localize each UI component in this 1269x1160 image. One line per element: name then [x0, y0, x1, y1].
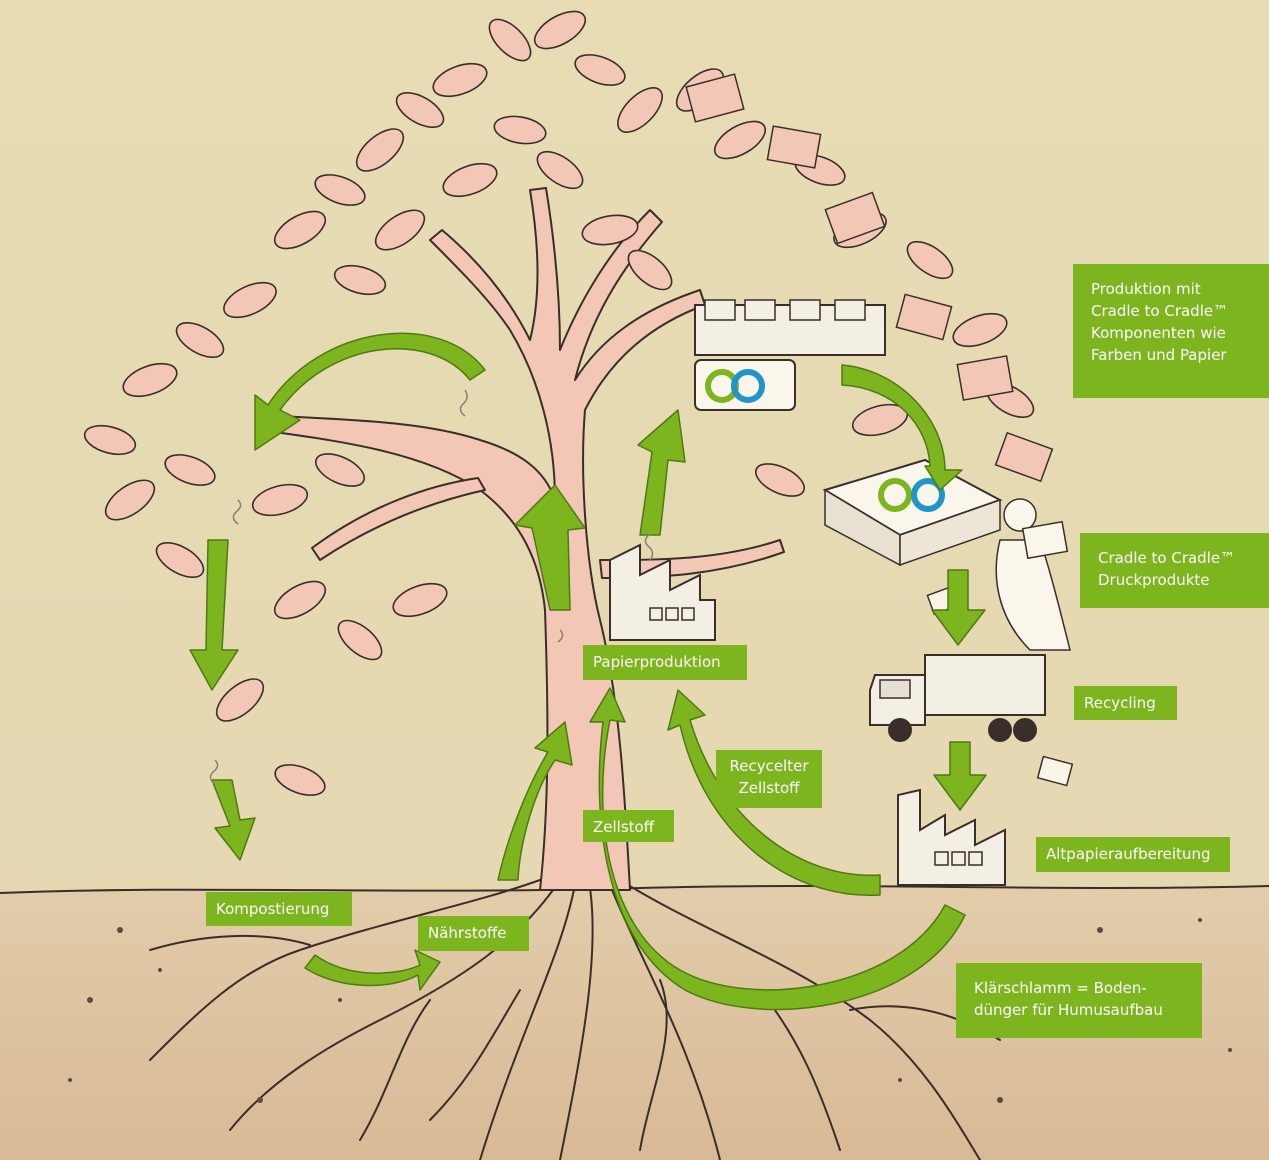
- print-products-line-1: Cradle to Cradle™: [1098, 547, 1251, 569]
- label-sewage-sludge: Klärschlamm = Boden- dünger für Humusauf…: [956, 963, 1202, 1038]
- recycled-pulp-line-2: Zellstoff: [726, 777, 812, 799]
- label-print-products: Cradle to Cradle™ Druckprodukte: [1080, 533, 1269, 608]
- sewage-sludge-line-1: Klärschlamm = Boden-: [974, 977, 1184, 999]
- print-products-line-2: Druckprodukte: [1098, 569, 1251, 591]
- label-production: Produktion mit Cradle to Cradle™ Kompone…: [1073, 264, 1269, 398]
- sewage-sludge-line-2: dünger für Humusaufbau: [974, 999, 1184, 1021]
- label-composting: Kompostierung: [206, 892, 352, 926]
- label-recycling: Recycling: [1074, 686, 1177, 720]
- label-nutrients: Nährstoffe: [418, 916, 529, 951]
- label-pulp: Zellstoff: [583, 810, 674, 842]
- label-paper-production: Papierproduktion: [583, 645, 747, 680]
- production-line-3: Komponenten wie: [1091, 322, 1251, 344]
- production-line-1: Produktion mit: [1091, 278, 1251, 300]
- production-line-2: Cradle to Cradle™: [1091, 300, 1251, 322]
- label-waste-paper: Altpapieraufbereitung: [1036, 837, 1230, 872]
- production-line-4: Farben und Papier: [1091, 344, 1251, 366]
- label-recycled-pulp: Recycelter Zellstoff: [716, 750, 822, 808]
- recycled-pulp-line-1: Recycelter: [726, 755, 812, 777]
